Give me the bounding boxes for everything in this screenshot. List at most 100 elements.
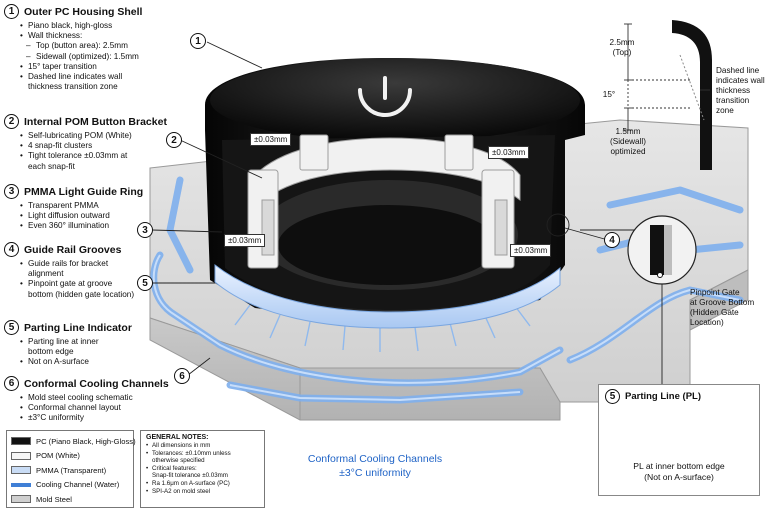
callout-2: 2 [166, 132, 182, 148]
top-thickness-label: 2.5mm (Top) [598, 38, 646, 58]
section-title: Internal POM Button Bracket [24, 115, 167, 128]
legend-row: POM (White) [11, 449, 129, 464]
wall-thickness-detail [624, 20, 712, 170]
section-title: Guide Rail Grooves [24, 243, 122, 256]
light-diffusion-arrows [234, 304, 531, 352]
cooling-label-line1: Conformal Cooling Channels [307, 453, 443, 465]
callout-3: 3 [137, 222, 153, 238]
tolerance-label: ±0.03mm [250, 133, 292, 146]
section-item: Transparent PMMA [20, 201, 184, 211]
side-thickness-value: 1.5mm [615, 127, 641, 136]
legend-row: PC (Piano Black, High-Gloss) [11, 434, 136, 449]
legend-swatch [11, 466, 31, 475]
section-item: Top (button area): 2.5mm [20, 41, 184, 51]
section-5: 5 Parting Line Indicator Parting line at … [4, 320, 184, 368]
section-item: 4 snap-fit clusters [20, 141, 184, 151]
callout-4: 4 [604, 232, 620, 248]
side-thickness-sub: (Sidewall) [610, 137, 646, 146]
callout-5: 5 [137, 275, 153, 291]
legend-row: Cooling Channel (Water) [11, 478, 129, 493]
side-thickness-label: 1.5mm (Sidewall) optimized [598, 127, 658, 157]
pinpoint-gate-label: Pinpoint Gate at Groove Bottom (Hidden G… [690, 288, 768, 328]
section-item: Piano black, high-gloss [20, 21, 184, 31]
section-item: Conformal channel layout [20, 403, 184, 413]
section-item: Mold steel cooling schematic [20, 393, 184, 403]
section-number: 5 [4, 320, 19, 335]
section-item: Not on A-surface [20, 357, 184, 367]
section-item: Dashed line indicates wall thickness tra… [20, 72, 148, 92]
section-1: 1 Outer PC Housing Shell Piano black, hig… [4, 4, 184, 92]
section-item: Tight tolerance ±0.03mm at each snap-fit [20, 151, 138, 171]
parting-line1: PL at inner bottom edge [633, 461, 725, 471]
dashed-note-line: thickness [716, 86, 751, 95]
power-icon [358, 88, 412, 117]
section-title: Parting Line Indicator [24, 321, 132, 334]
section-item: Even 360° illumination [20, 221, 184, 231]
general-notes: GENERAL NOTES: All dimensions in mm Tole… [140, 430, 265, 508]
material-legend: PC (Piano Black, High-Gloss) POM (White)… [6, 430, 136, 508]
section-item: Light diffusion outward [20, 211, 184, 221]
legend-swatch [11, 495, 31, 504]
notes-line: Snap-fit tolerance ±0.03mm [152, 472, 228, 480]
section-number: 6 [4, 376, 19, 391]
parting-line-box: 5 Parting Line (PL) PL at inner bottom e… [598, 384, 760, 496]
cooling-channels-label: Conformal Cooling Channels ±3°C uniformi… [290, 452, 460, 480]
legend-row: Mold Steel [11, 492, 129, 507]
section-item: 15° taper transition [20, 62, 184, 72]
tolerance-label: ±0.03mm [510, 244, 552, 257]
section-title: PMMA Light Guide Ring [24, 185, 144, 198]
notes-line: Tolerances: ±0.10mm unless [146, 450, 259, 458]
section-number: 2 [4, 114, 19, 129]
section-item: Self-lubricating POM (White) [20, 131, 184, 141]
cooling-label-line2: ±3°C uniformity [339, 467, 411, 479]
notes-line: otherwise specified [152, 457, 205, 465]
section-title: Conformal Cooling Channels [24, 377, 169, 390]
section-number: 3 [4, 184, 19, 199]
notes-line: All dimensions in mm [146, 442, 259, 450]
tolerance-label: ±0.03mm [488, 146, 530, 159]
legend-label: Mold Steel [36, 494, 72, 504]
notes-line: SPI-A2 on mold steel [146, 488, 259, 496]
gate-line: (Hidden Gate [690, 308, 739, 317]
notes-line: Ra 1.6μm on A-surface (PC) [146, 480, 259, 488]
legend-label: PMMA (Transparent) [36, 465, 107, 475]
parting-title: Parting Line (PL) [625, 391, 701, 402]
section-number: 1 [4, 4, 19, 19]
dashed-note-line: transition zone [716, 96, 750, 115]
dashed-note-line: indicates wall [716, 76, 765, 85]
pmma-light-guide-ring [214, 263, 561, 329]
section-6: 6 Conformal Cooling Channels Mold steel c… [4, 376, 184, 424]
gate-line: at Groove Bottom [690, 298, 755, 307]
gate-line: Pinpoint Gate [690, 288, 740, 297]
callout-1: 1 [190, 33, 206, 49]
gate-detail-circle [627, 215, 697, 285]
legend-label: POM (White) [36, 451, 80, 461]
notes-line: Critical features: [146, 465, 259, 473]
dashed-line-note: Dashed line indicates wall thickness tra… [716, 66, 768, 116]
gate-line: Location) [690, 318, 724, 327]
notes-title: GENERAL NOTES: [146, 434, 209, 441]
legend-label: PC (Piano Black, High-Gloss) [36, 436, 136, 446]
legend-row: PMMA (Transparent) [11, 463, 129, 478]
leader-lines [151, 41, 663, 384]
section-item: Parting line at inner bottom edge [20, 337, 118, 357]
section-item: Pinpoint gate at groove bottom (hidden g… [20, 279, 138, 299]
tolerance-label: ±0.03mm [224, 234, 266, 247]
callout-6: 6 [174, 368, 190, 384]
section-item: Sidewall (optimized): 1.5mm [20, 52, 184, 62]
section-item: Wall thickness: [20, 31, 184, 41]
section-item: ±3°C uniformity [20, 413, 184, 423]
parting-line2: (Not on A-surface) [644, 472, 714, 482]
legend-swatch [11, 451, 31, 460]
section-2: 2 Internal POM Button Bracket Self-lubric… [4, 114, 184, 172]
legend-label: Cooling Channel (Water) [36, 480, 120, 490]
taper-angle-label: 15° [602, 90, 616, 99]
side-thickness-sub2: optimized [610, 147, 646, 156]
top-thickness-value: 2.5mm [609, 38, 635, 47]
legend-swatch [11, 437, 31, 446]
top-thickness-sub: (Top) [612, 48, 632, 57]
section-title: Outer PC Housing Shell [24, 5, 143, 18]
